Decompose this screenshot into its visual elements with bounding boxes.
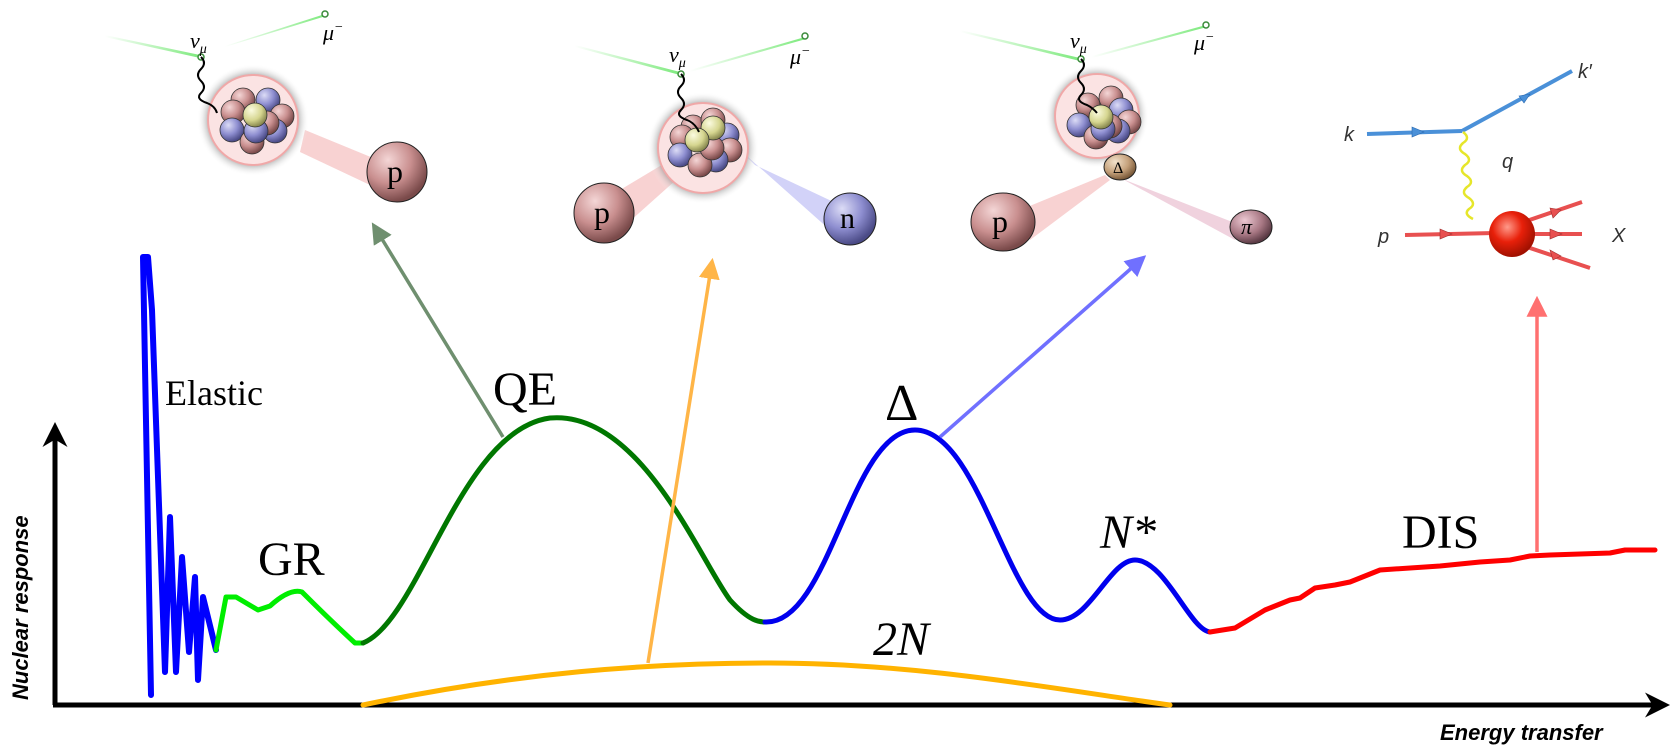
label-dis: DIS <box>1402 506 1479 559</box>
label-nu-mu: νμ <box>190 28 207 57</box>
inset-twon: νμ μ− p n <box>573 32 877 246</box>
incoming-beam <box>105 35 200 58</box>
proton-trail <box>1020 175 1110 240</box>
label-p: p <box>1377 226 1389 248</box>
ejected-proton-label: p <box>387 153 403 189</box>
axes: Nuclear response Energy transfer <box>8 422 1670 745</box>
pointer-arrows <box>371 222 1548 664</box>
twon-arrow <box>646 257 720 664</box>
ejected-pion-label: π <box>1241 214 1253 239</box>
ejected-neutron <box>823 192 877 246</box>
label-k: k <box>1344 124 1355 146</box>
boson-line <box>197 56 218 114</box>
pion-trail <box>1115 175 1240 240</box>
ejected-proton-label: p <box>594 194 610 230</box>
boson-line <box>677 73 700 133</box>
twon-curve <box>360 660 1173 708</box>
delta-resonance <box>1103 153 1137 181</box>
delta-resonance-label: Δ <box>1113 160 1123 177</box>
label-mu-minus: μ− <box>1193 30 1215 55</box>
x-axis-label: Energy transfer <box>1440 720 1604 745</box>
label-q: q <box>1502 151 1513 173</box>
inset-qe: νμ μ− p <box>105 10 428 203</box>
label-k-prime: k′ <box>1578 61 1593 83</box>
lepton-out-line <box>1461 69 1573 133</box>
ejected-proton-label: p <box>992 203 1008 239</box>
elastic-curve <box>140 254 219 698</box>
delta-arrow <box>938 255 1147 439</box>
inset-dis: k k′ q p X <box>1344 61 1626 270</box>
dis-curve <box>1207 547 1658 635</box>
nucleons <box>219 87 295 155</box>
ejected-proton <box>366 141 428 203</box>
label-nu-mu: νμ <box>669 42 686 71</box>
hadron-blob <box>1489 211 1535 257</box>
label-elastic: Elastic <box>165 373 263 413</box>
label-twon: 2N <box>873 613 932 666</box>
nucleons <box>667 107 743 178</box>
label-delta: Δ <box>885 375 918 432</box>
proton-trail <box>300 130 378 185</box>
delta-curve <box>762 427 1213 635</box>
qe-arrow <box>371 222 505 438</box>
gr-curve <box>213 588 366 653</box>
inset-delta: νμ μ− Δ p π <box>960 21 1273 252</box>
outgoing-beam <box>225 14 326 47</box>
label-mu-minus: μ− <box>789 44 811 69</box>
label-nstar: N* <box>1099 506 1156 559</box>
ejected-proton <box>573 182 635 244</box>
label-mu-minus: μ− <box>322 20 344 45</box>
label-gr: GR <box>258 533 325 586</box>
boson-line <box>1077 58 1098 114</box>
label-x: X <box>1611 225 1626 247</box>
label-nu-mu: νμ <box>1070 28 1087 57</box>
ejected-pion <box>1229 209 1273 245</box>
neutron-trail <box>740 150 840 230</box>
y-axis-label: Nuclear response <box>8 515 33 700</box>
ejected-proton <box>970 192 1036 252</box>
ejected-neutron-label: n <box>840 202 855 235</box>
response-curves <box>140 254 1658 708</box>
photon-line <box>1458 131 1475 221</box>
qe-curve <box>360 415 768 646</box>
region-labels: Elastic GR QE Δ N* 2N DIS <box>165 363 1479 666</box>
label-qe: QE <box>493 363 557 416</box>
nucleons <box>1066 85 1142 150</box>
